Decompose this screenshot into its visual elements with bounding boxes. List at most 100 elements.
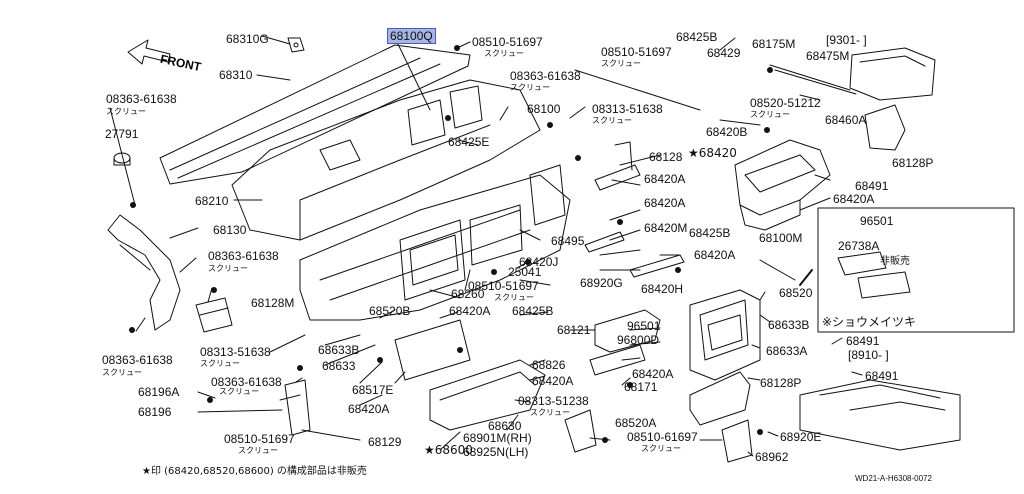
part-label[interactable]: 68901M(RH) <box>463 431 532 445</box>
part-label[interactable]: 68520A <box>615 416 657 430</box>
part-label[interactable]: 68420A <box>348 402 390 416</box>
part-label[interactable]: 68630 <box>488 419 522 433</box>
part-label[interactable]: 68520B <box>369 304 411 318</box>
part-label[interactable]: 68420A <box>632 367 674 381</box>
part-label[interactable]: 68420A <box>833 192 875 206</box>
part-label[interactable]: 08313-51638 <box>592 102 663 116</box>
part-label[interactable]: 08510-51697 <box>601 45 672 59</box>
part-label[interactable]: 08313-51638 <box>200 345 271 359</box>
part-label[interactable]: 68920E <box>780 430 822 444</box>
part-label[interactable]: 68633B <box>318 343 360 357</box>
part-label[interactable]: 68420A <box>644 196 686 210</box>
drawing-code: WD21-A-H6308-0072 <box>855 474 932 483</box>
part-label[interactable]: 68420A <box>449 304 491 318</box>
part-label[interactable]: 68460A <box>825 113 867 127</box>
part-label[interactable]: 96501 <box>860 214 894 228</box>
part-label[interactable]: 68425E <box>448 135 490 149</box>
screw-note: スクリュー <box>238 446 278 455</box>
part-label[interactable]: 68420A <box>644 172 686 186</box>
part-label[interactable]: 68962 <box>755 450 789 464</box>
part-label[interactable]: 68196A <box>138 385 180 399</box>
part-label[interactable]: 26738A <box>838 239 880 253</box>
screw-note: スクリュー <box>484 49 524 58</box>
part-label[interactable]: 96501 <box>627 319 661 333</box>
part-label[interactable]: 96800D <box>617 333 660 347</box>
part-label[interactable]: 68100M <box>759 231 803 245</box>
part-label[interactable]: 68425B <box>689 226 731 240</box>
part-label[interactable]: 68425B <box>512 304 554 318</box>
part-label[interactable]: 68130 <box>213 223 247 237</box>
part-label[interactable]: 68129 <box>368 435 402 449</box>
bezel-shape <box>689 289 761 381</box>
front-arrow-icon <box>127 39 171 65</box>
part-label[interactable]: 25041 <box>508 265 542 279</box>
part-label[interactable]: 68171 <box>624 380 658 394</box>
part-label[interactable]: 68121 <box>557 323 591 337</box>
part-label[interactable]: 68310 <box>219 68 253 82</box>
part-label[interactable]: 68260 <box>451 287 485 301</box>
screw-note: スクリュー <box>219 387 259 396</box>
part-label[interactable]: 68475M <box>806 49 850 63</box>
console-upper-shape <box>734 139 831 231</box>
part-label[interactable]: 08510-51697 <box>472 35 543 49</box>
part-label[interactable]: 08520-51212 <box>750 96 821 110</box>
part-label[interactable]: 68175M <box>752 37 796 51</box>
footnote: ★印 (68420,68520,68600) の構成部品は非販売 <box>142 466 367 477</box>
part-label[interactable]: 68495 <box>551 234 585 248</box>
part-label[interactable]: 08510-61697 <box>627 430 698 444</box>
part-label[interactable]: 68491 <box>865 369 899 383</box>
part-label[interactable]: 68128 <box>649 150 683 164</box>
part-label[interactable]: 68310G <box>226 32 269 46</box>
part-label[interactable]: 68491 <box>855 179 889 193</box>
part-label[interactable]: 68826 <box>532 358 566 372</box>
part-label[interactable]: 68128P <box>760 376 802 390</box>
part-label[interactable]: 68100 <box>527 102 561 116</box>
part-label[interactable]: 68420A <box>532 374 574 388</box>
screw-note: スクリュー <box>510 83 550 92</box>
part-label[interactable]: 68196 <box>138 405 172 419</box>
top-cover-shape <box>159 44 471 185</box>
part-label[interactable]: 08363-61638 <box>106 92 177 106</box>
part-label[interactable]: 08363-61638 <box>102 353 173 367</box>
screw-note: スクリュー <box>200 359 240 368</box>
part-label[interactable]: 68128P <box>892 156 934 170</box>
part-label[interactable]: 68633A <box>766 344 808 358</box>
part-label[interactable]: 68420H <box>641 282 684 296</box>
part-label[interactable]: 68920G <box>580 276 623 290</box>
part-label[interactable]: 08363-61638 <box>510 69 581 83</box>
part-label[interactable]: 68429 <box>707 46 741 60</box>
part-label[interactable]: 08363-61638 <box>211 375 282 389</box>
part-label[interactable]: 08363-61638 <box>208 249 279 263</box>
part-label[interactable]: 68420M <box>644 221 688 235</box>
part-label[interactable]: 68420A <box>694 248 736 262</box>
highlighted-part-label[interactable]: 68100Q <box>387 28 436 44</box>
screw-note: スクリュー <box>102 368 142 377</box>
part-label[interactable]: 68517E <box>352 383 394 397</box>
part-label[interactable]: 27791 <box>105 127 139 141</box>
part-label[interactable]: ★68600 <box>424 443 473 457</box>
screw-note: スクリュー <box>601 59 641 68</box>
part-label[interactable]: 68425B <box>676 30 718 44</box>
part-label[interactable]: [9301- ] <box>826 33 867 47</box>
part-label[interactable]: 08510-51697 <box>224 432 295 446</box>
part-label[interactable]: 08510-51697 <box>468 279 539 293</box>
part-label[interactable]: 68420B <box>706 125 748 139</box>
part-label[interactable]: ★68420 <box>688 146 737 160</box>
part-label[interactable]: 68633 <box>322 359 356 373</box>
part-label[interactable]: 08313-51238 <box>518 394 589 408</box>
screw-note: スクリュー <box>494 293 534 302</box>
part-label[interactable]: 68520 <box>779 286 813 300</box>
screw-note: スクリュー <box>208 264 248 273</box>
part-label[interactable]: [8910- ] <box>848 348 889 362</box>
not-for-sale-note: 非販売 <box>880 256 910 267</box>
dash-upper-shape <box>231 79 541 241</box>
part-label[interactable]: 68491 <box>846 334 880 348</box>
part-label[interactable]: 68925N(LH) <box>463 445 529 459</box>
part-label[interactable]: 68210 <box>195 194 229 208</box>
part-label[interactable]: 68128M <box>251 296 295 310</box>
part-label[interactable]: 68633B <box>768 318 810 332</box>
console-box-shape <box>799 379 961 451</box>
part-label[interactable]: 68420J <box>519 255 559 269</box>
